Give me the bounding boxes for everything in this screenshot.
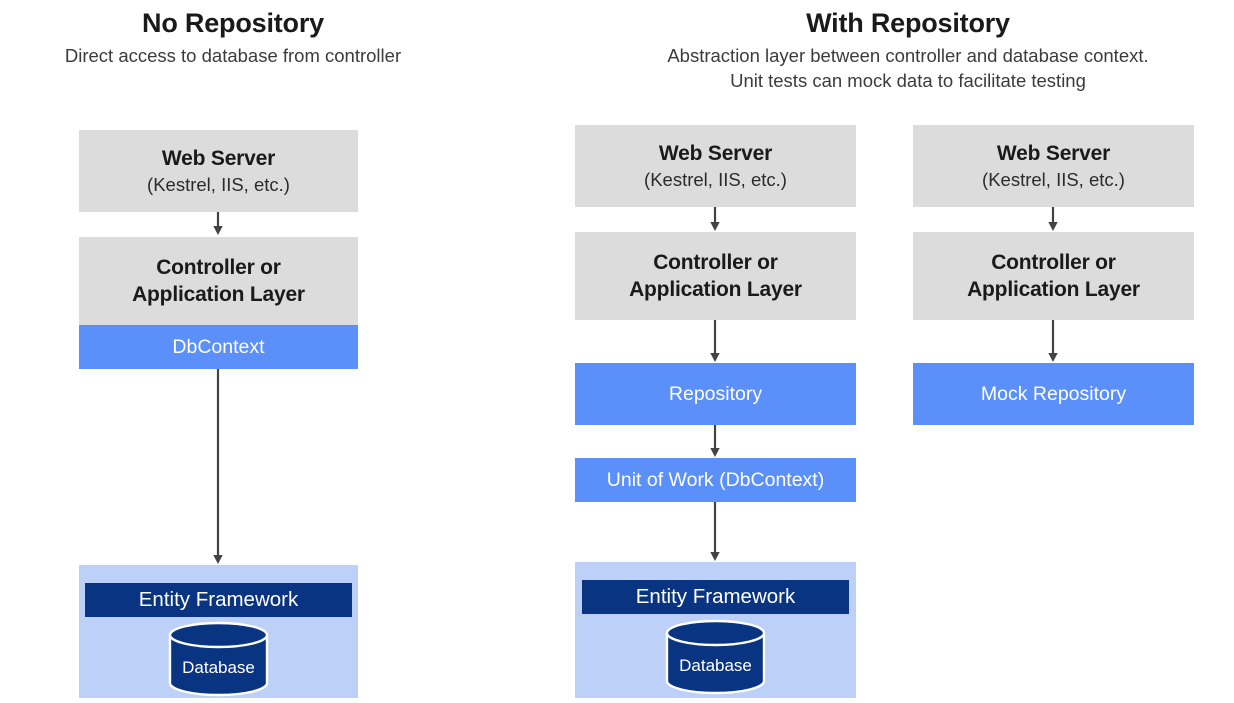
left-panel-subtitle: Direct access to database from controlle… xyxy=(64,45,402,66)
left-panel-header: No Repository Direct access to database … xyxy=(8,6,458,68)
middle-controller-box: Controller or Application Layer xyxy=(575,232,856,320)
right-arrow-controller-to-mockrepository xyxy=(1045,320,1061,363)
middle-arrow-unitofwork-to-ef xyxy=(707,502,723,562)
middle-database-cylinder: Database xyxy=(664,619,767,696)
left-entity-framework-bar: Entity Framework xyxy=(85,583,352,617)
left-entity-framework-label: Entity Framework xyxy=(138,588,299,611)
right-panel-title: With Repository xyxy=(806,8,1010,38)
right-panel-header: With Repository Abstraction layer betwee… xyxy=(578,6,1234,93)
left-web-server-subtitle: (Kestrel, IIS, etc.) xyxy=(147,174,290,195)
middle-entity-framework-label: Entity Framework xyxy=(635,585,796,608)
left-controller-title-line1: Controller or xyxy=(156,256,281,279)
right-mock-repository-box: Mock Repository xyxy=(913,363,1194,425)
right-panel-subtitle-line1: Abstraction layer between controller and… xyxy=(667,45,1149,66)
left-arrow-dbcontext-to-ef xyxy=(210,369,226,565)
right-arrow-webserver-to-controller xyxy=(1045,207,1061,232)
right-mock-repository-label: Mock Repository xyxy=(980,382,1127,405)
left-controller-title-line2: Application Layer xyxy=(132,283,305,306)
left-web-server-title: Web Server xyxy=(161,147,276,170)
left-arrow-webserver-to-controller xyxy=(210,212,226,236)
middle-repository-box: Repository xyxy=(575,363,856,425)
left-web-server-box: Web Server (Kestrel, IIS, etc.) xyxy=(79,130,358,212)
right-controller-box: Controller or Application Layer xyxy=(913,232,1194,320)
middle-unit-of-work-box: Unit of Work (DbContext) xyxy=(575,458,856,502)
right-panel-subtitle-line2: Unit tests can mock data to facilitate t… xyxy=(730,70,1086,91)
middle-web-server-title: Web Server xyxy=(658,142,773,165)
middle-arrow-webserver-to-controller xyxy=(707,207,723,232)
middle-web-server-box: Web Server (Kestrel, IIS, etc.) xyxy=(575,125,856,207)
middle-unit-of-work-label: Unit of Work (DbContext) xyxy=(606,468,825,491)
right-web-server-subtitle: (Kestrel, IIS, etc.) xyxy=(982,169,1125,190)
middle-controller-title-line1: Controller or xyxy=(653,251,778,274)
left-panel-title: No Repository xyxy=(142,8,324,38)
right-controller-title-line2: Application Layer xyxy=(967,278,1140,301)
middle-arrow-repository-to-unitofwork xyxy=(707,425,723,458)
middle-entity-framework-bar: Entity Framework xyxy=(582,580,849,614)
left-dbcontext-box: DbContext xyxy=(79,325,358,369)
right-controller-title-line1: Controller or xyxy=(991,251,1116,274)
middle-repository-label: Repository xyxy=(668,382,763,405)
left-database-cylinder: Database xyxy=(167,621,270,698)
middle-arrow-controller-to-repository xyxy=(707,320,723,363)
left-dbcontext-label: DbContext xyxy=(172,335,265,358)
left-controller-box: Controller or Application Layer xyxy=(79,237,358,325)
middle-controller-title-line2: Application Layer xyxy=(629,278,802,301)
right-web-server-box: Web Server (Kestrel, IIS, etc.) xyxy=(913,125,1194,207)
right-web-server-title: Web Server xyxy=(996,142,1111,165)
middle-web-server-subtitle: (Kestrel, IIS, etc.) xyxy=(644,169,787,190)
